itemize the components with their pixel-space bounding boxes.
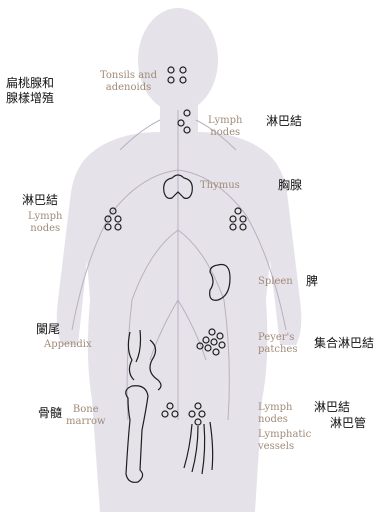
spleen-label-en: Spleen: [258, 276, 293, 288]
bone-marrow-label-en: Bone marrow: [66, 404, 106, 428]
spleen-label-cn: 脾: [306, 274, 318, 289]
thymus-label-cn: 胸腺: [278, 178, 302, 193]
bone-marrow-label-cn: 骨髓: [38, 406, 62, 421]
lymphatic-vessels-label-cn: 淋巴管: [330, 416, 366, 431]
groin-lymph-nodes-label-cn: 淋巴結: [314, 400, 350, 415]
armpit-lymph-nodes-label-en: Lymph nodes: [28, 211, 62, 235]
neck-lymph-nodes-label-en: Lymph nodes: [208, 115, 242, 139]
neck-lymph-nodes-label-cn: 淋巴結: [266, 114, 302, 129]
appendix-label-cn: 闌尾: [36, 322, 60, 337]
peyers-patches-label-cn: 集合淋巴結: [314, 336, 374, 351]
tonsils-label-cn: 扁桃腺和 腺樣增殖: [6, 76, 54, 106]
appendix-label-en: Appendix: [44, 339, 92, 351]
lymphatic-vessels-label-en: Lymphatic vessels: [258, 429, 311, 453]
peyers-patches-label-en: Peyer's patches: [258, 332, 297, 356]
groin-lymph-nodes-label-en: Lymph nodes: [258, 402, 292, 426]
armpit-lymph-nodes-label-cn: 淋巴結: [22, 193, 58, 208]
tonsils-label-en: Tonsils and adenoids: [100, 70, 157, 94]
thymus-label-en: Thymus: [200, 180, 240, 192]
